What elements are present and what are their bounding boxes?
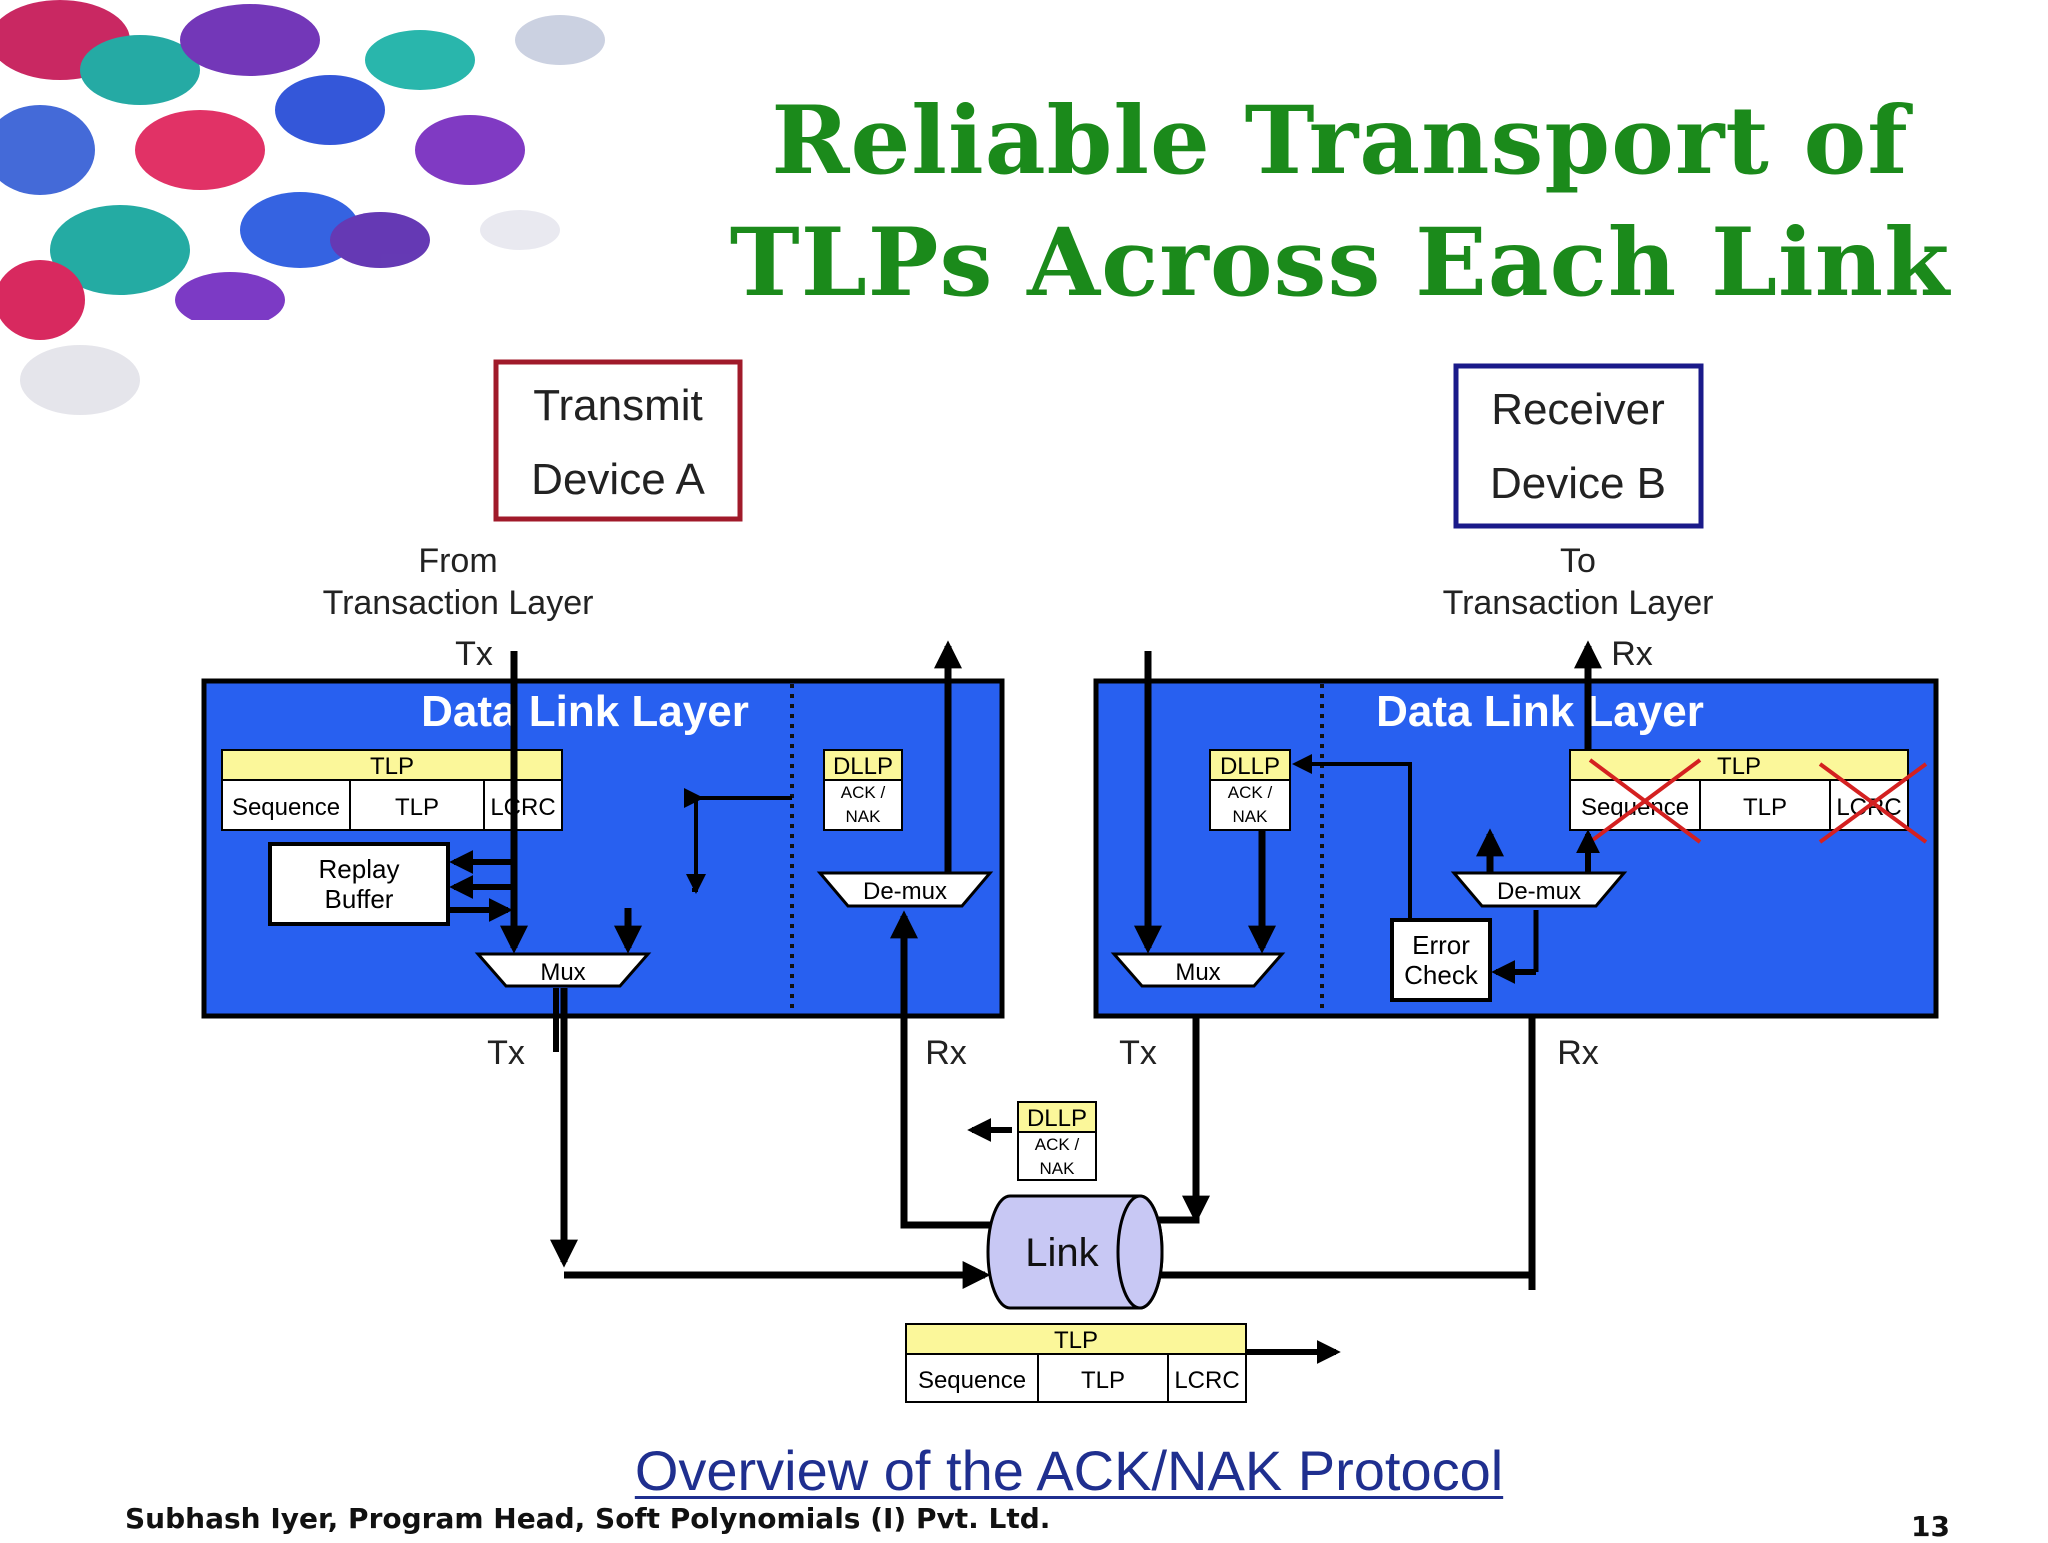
transmit-device-box: Transmit Device A <box>493 359 743 522</box>
right-data-link-layer: Data Link Layer DLLP ACK / NAK Mux TLP S… <box>1093 678 1939 1019</box>
to-label: To <box>1560 542 1596 580</box>
left-top-tx-label: Tx <box>455 635 493 673</box>
right-rx-label: Rx <box>1557 1034 1599 1072</box>
right-demux <box>1450 871 1628 908</box>
replay-line-2: Buffer <box>325 884 394 914</box>
right-demux-label: De-mux <box>1497 878 1581 905</box>
sequence-stripped-cross-icon <box>1588 758 1702 844</box>
left-tlp-field: TLP <box>395 794 439 821</box>
wire-sequence-field: Sequence <box>918 1367 1026 1394</box>
caption-text[interactable]: Overview of the ACK/NAK Protocol <box>634 1439 1504 1502</box>
right-mux-label: Mux <box>1175 959 1220 986</box>
right-dllp-title: DLLP <box>1220 753 1280 780</box>
transmit-line-2: Device A <box>531 455 705 504</box>
left-rx-label: Rx <box>925 1034 967 1072</box>
right-tlp-header: TLP <box>1717 753 1761 780</box>
lcrc-stripped-cross-icon <box>1818 762 1928 844</box>
left-dllp-nak: NAK <box>846 807 882 826</box>
caption-link[interactable]: Overview of the ACK/NAK Protocol <box>0 1438 2048 1503</box>
title-line-2: TLPs Across Each Link <box>729 208 1951 318</box>
left-demux-label: De-mux <box>863 878 947 905</box>
footer-credit: Subhash Iyer, Program Head, Soft Polynom… <box>125 1502 1051 1535</box>
left-tx-label: Tx <box>487 1034 525 1072</box>
wire-dllp-packet: DLLP ACK / NAK <box>1017 1101 1097 1181</box>
right-top-rx-label: Rx <box>1611 635 1653 673</box>
wire-tlp-packet: TLP Sequence TLP LCRC <box>905 1323 1247 1403</box>
left-demux <box>816 871 994 908</box>
wire-tlp-header: TLP <box>1054 1327 1098 1354</box>
wire-tlp-field: TLP <box>1081 1367 1125 1394</box>
left-layer-title: Data Link Layer <box>421 687 749 736</box>
title-line-1: Reliable Transport of <box>771 86 1909 196</box>
page-number: 13 <box>1911 1510 1950 1543</box>
left-tlp-header: TLP <box>370 753 414 780</box>
link-cylinder: Link <box>986 1194 1164 1310</box>
replay-line-1: Replay <box>319 854 400 884</box>
right-layer-title: Data Link Layer <box>1376 687 1704 736</box>
left-layer-arrows <box>448 640 962 1052</box>
wire-dllp-ack: ACK / <box>1035 1135 1080 1154</box>
right-dllp-nak: NAK <box>1233 807 1269 826</box>
push-pins-image <box>0 0 720 480</box>
to-transaction-layer-label: Transaction Layer <box>1443 584 1714 622</box>
right-tx-label: Tx <box>1119 1034 1157 1072</box>
wire-lcrc-field: LCRC <box>1174 1367 1239 1394</box>
left-dllp-ack: ACK / <box>841 783 886 802</box>
left-lcrc-field: LCRC <box>490 794 555 821</box>
from-label: From <box>418 542 497 580</box>
replay-buffer <box>268 842 450 926</box>
left-data-link-layer: Data Link Layer TLP Sequence TLP LCRC Re… <box>201 678 1005 1019</box>
left-mux <box>474 952 652 988</box>
slide-title: Reliable Transport of TLPs Across Each L… <box>700 80 1980 324</box>
wire-dllp-title: DLLP <box>1027 1105 1087 1132</box>
from-transaction-layer-label: Transaction Layer <box>323 584 594 622</box>
receiver-device-box: Receiver Device B <box>1453 363 1704 529</box>
transmit-line-1: Transmit <box>533 381 703 430</box>
left-dllp-title: DLLP <box>833 753 893 780</box>
error-line-2: Check <box>1404 960 1479 990</box>
receiver-line-1: Receiver <box>1491 385 1665 434</box>
right-dllp-ack: ACK / <box>1228 783 1273 802</box>
link-label: Link <box>1025 1231 1099 1275</box>
receiver-line-2: Device B <box>1490 459 1666 508</box>
left-mux-label: Mux <box>540 959 585 986</box>
error-check-block <box>1390 918 1492 1002</box>
wire-dllp-nak: NAK <box>1040 1159 1076 1178</box>
left-sequence-field: Sequence <box>232 794 340 821</box>
right-layer-arrows <box>1134 640 1602 984</box>
right-mux <box>1110 952 1286 988</box>
error-line-1: Error <box>1412 930 1470 960</box>
right-tlp-field: TLP <box>1743 794 1787 821</box>
